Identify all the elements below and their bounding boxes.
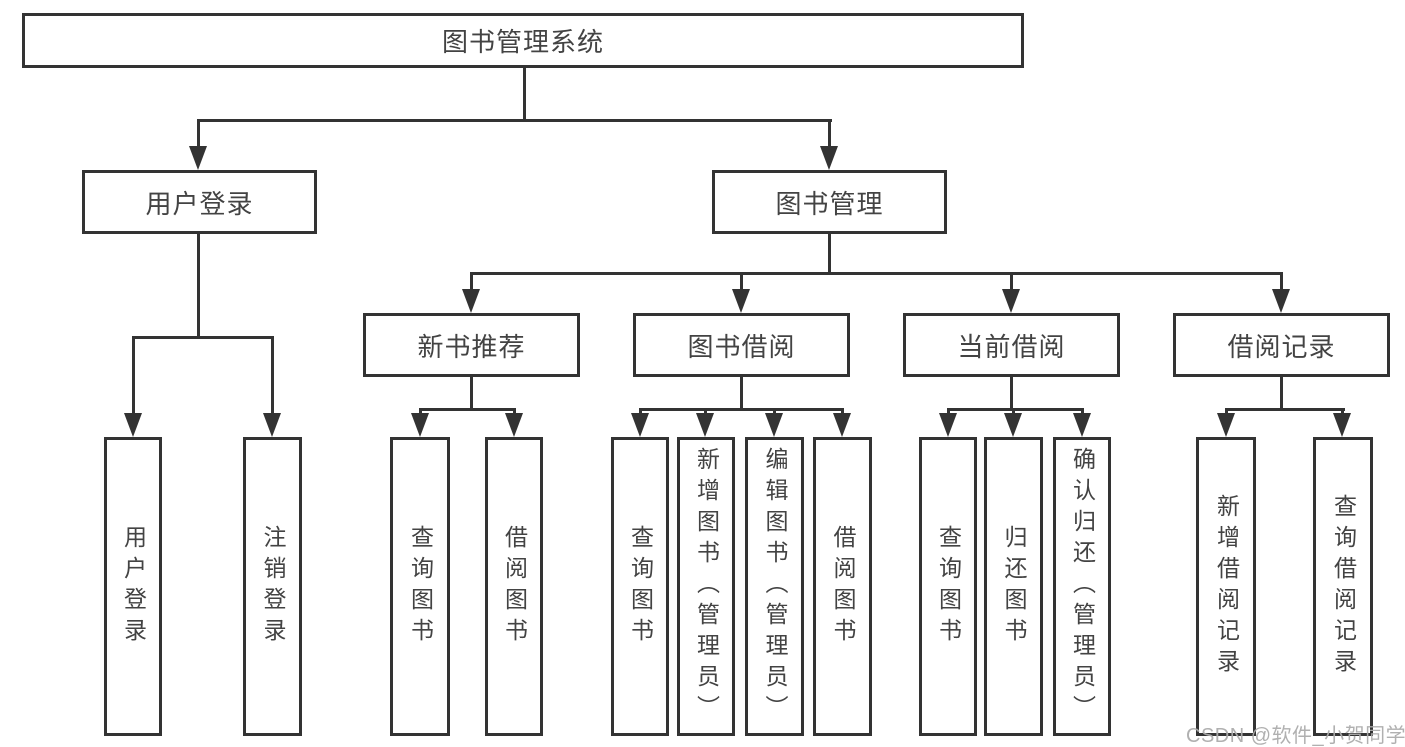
leaf-label: 查询图书 [627,524,654,649]
edge-arrow [939,408,957,437]
node-label: 借阅记录 [1227,331,1336,362]
leaf-label: 查询图书 [407,524,434,649]
leaf-query-books-2: 查询图书 [611,437,669,736]
leaf-label: 借阅图书 [501,524,528,649]
leaf-label: 查询借阅记录 [1330,493,1357,680]
edge-arrow [462,272,480,313]
edge-arrow [411,408,429,437]
edge-arrow [263,336,281,437]
csdn-watermark: CSDN @软件_小贺同学 [1186,725,1405,747]
node-library-management-system: 图书管理系统 [22,13,1024,68]
leaf-user-login: 用户登录 [104,437,162,736]
node-book-management: 图书管理 [712,170,947,234]
leaf-label: 确认归还（管理员） [1069,447,1096,726]
node-book-borrowing: 图书借阅 [633,313,850,377]
edge-line [470,272,1283,275]
leaf-query-books-3: 查询图书 [919,437,977,736]
node-user-login: 用户登录 [82,170,317,234]
edge-arrow [820,119,838,170]
node-label: 图书管理 [775,188,884,219]
leaf-logout: 注销登录 [243,437,302,736]
edge-arrow [696,408,714,437]
edge-line [740,377,743,408]
leaf-add-books-admin: 新增图书（管理员） [677,437,735,736]
edge-arrow [765,408,783,437]
leaf-label: 用户登录 [120,524,147,649]
edge-line [947,408,1084,411]
node-label: 新书推荐 [417,331,526,362]
leaf-add-borrow-record: 新增借阅记录 [1196,437,1256,736]
leaf-label: 新增借阅记录 [1213,493,1240,680]
edge-arrow [124,336,142,437]
edge-line [1010,377,1013,408]
node-label: 图书借阅 [687,331,796,362]
leaf-label: 归还图书 [1001,524,1027,649]
leaf-borrow-books-2: 借阅图书 [813,437,872,736]
leaf-label: 注销登录 [260,524,286,649]
edge-line [828,234,831,272]
leaf-confirm-return-admin: 确认归还（管理员） [1053,437,1111,736]
leaf-edit-books-admin: 编辑图书（管理员） [745,437,804,736]
leaf-query-books-1: 查询图书 [390,437,450,736]
edge-line [132,336,274,339]
leaf-label: 编辑图书（管理员） [762,447,788,726]
leaf-return-books: 归还图书 [984,437,1043,736]
edge-arrow [833,408,851,437]
edge-arrow [1002,272,1020,313]
edge-arrow [1272,272,1290,313]
leaf-label: 查询图书 [935,524,962,649]
leaf-borrow-books-1: 借阅图书 [485,437,543,736]
edge-arrow [189,119,207,170]
edge-line [639,408,844,411]
edge-arrow [1333,408,1351,437]
node-current-borrowing: 当前借阅 [903,313,1120,377]
edge-arrow [631,408,649,437]
edge-arrow [732,272,750,313]
node-borrowing-records: 借阅记录 [1173,313,1390,377]
edge-line [197,119,832,122]
edge-arrow [1217,408,1235,437]
node-new-book-recommendation: 新书推荐 [363,313,580,377]
leaf-label: 借阅图书 [830,524,856,649]
edge-line [1280,377,1283,408]
edge-arrow [505,408,523,437]
node-label: 图书管理系统 [441,27,604,57]
edge-line [419,408,516,411]
node-label: 当前借阅 [957,331,1066,362]
edge-line [523,68,526,119]
leaf-query-borrow-record: 查询借阅记录 [1313,437,1373,736]
edge-line [197,234,200,336]
edge-arrow [1073,408,1091,437]
edge-arrow [1004,408,1022,437]
edge-line [470,377,473,408]
node-label: 用户登录 [145,188,254,219]
leaf-label: 新增图书（管理员） [693,447,720,726]
edge-line [1225,408,1345,411]
